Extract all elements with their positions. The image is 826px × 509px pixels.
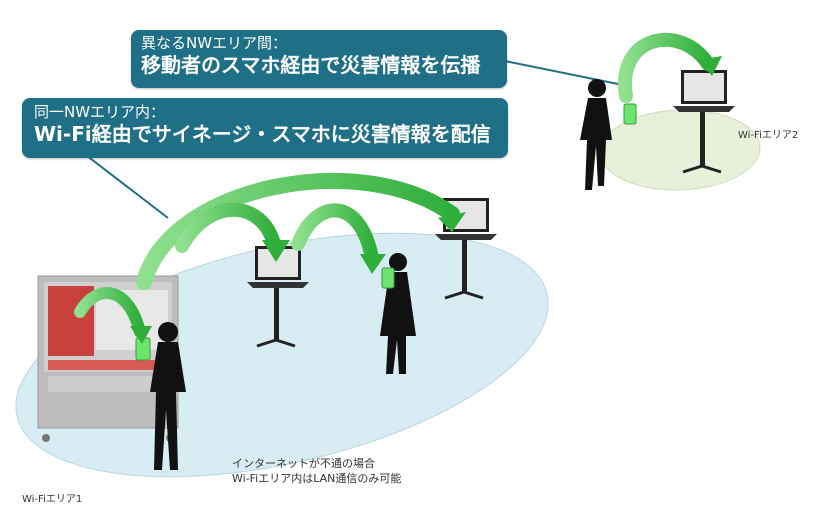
person-icon [150, 322, 186, 470]
offline-note-line-1: インターネットが不通の場合 [232, 457, 375, 470]
callout-inter-area-title: 異なるNWエリア間： [141, 34, 288, 52]
callout-intra-area: 同一NWエリア内： Wi-Fi経由でサイネージ・スマホに災害情報を配信 [22, 98, 508, 158]
offline-note-line-2: Wi-Fiエリア内はLAN通信のみ可能 [232, 472, 402, 485]
callout-inter-area-text: 移動者のスマホ経由で災害情報を伝播 [141, 53, 481, 77]
wifi-area-2 [599, 109, 761, 191]
callout-connector-mid [81, 151, 169, 219]
person-icon [380, 253, 416, 374]
person-icon [580, 79, 612, 190]
callout-intra-area-title: 同一NWエリア内： [34, 103, 166, 121]
laptop-icon [673, 70, 735, 174]
smartphone-icon [381, 267, 395, 289]
arrow-icon [130, 56, 722, 344]
offline-note: インターネットが不通の場合 Wi-Fiエリア内はLAN通信のみ可能 [232, 456, 401, 486]
laptop-icon [247, 246, 309, 348]
wifi-area-1-label: Wi-Fiエリア1 [22, 494, 83, 505]
wifi-area-2-label: Wi-Fiエリア2 [738, 130, 799, 141]
arrow-icon [74, 32, 715, 338]
callout-intra-area-text: Wi-Fi経由でサイネージ・スマホに災害情報を配信 [34, 122, 491, 146]
smartphone-icon [623, 103, 637, 125]
callout-inter-area: 異なるNWエリア間： 移動者のスマホ経由で災害情報を伝播 [131, 30, 507, 88]
